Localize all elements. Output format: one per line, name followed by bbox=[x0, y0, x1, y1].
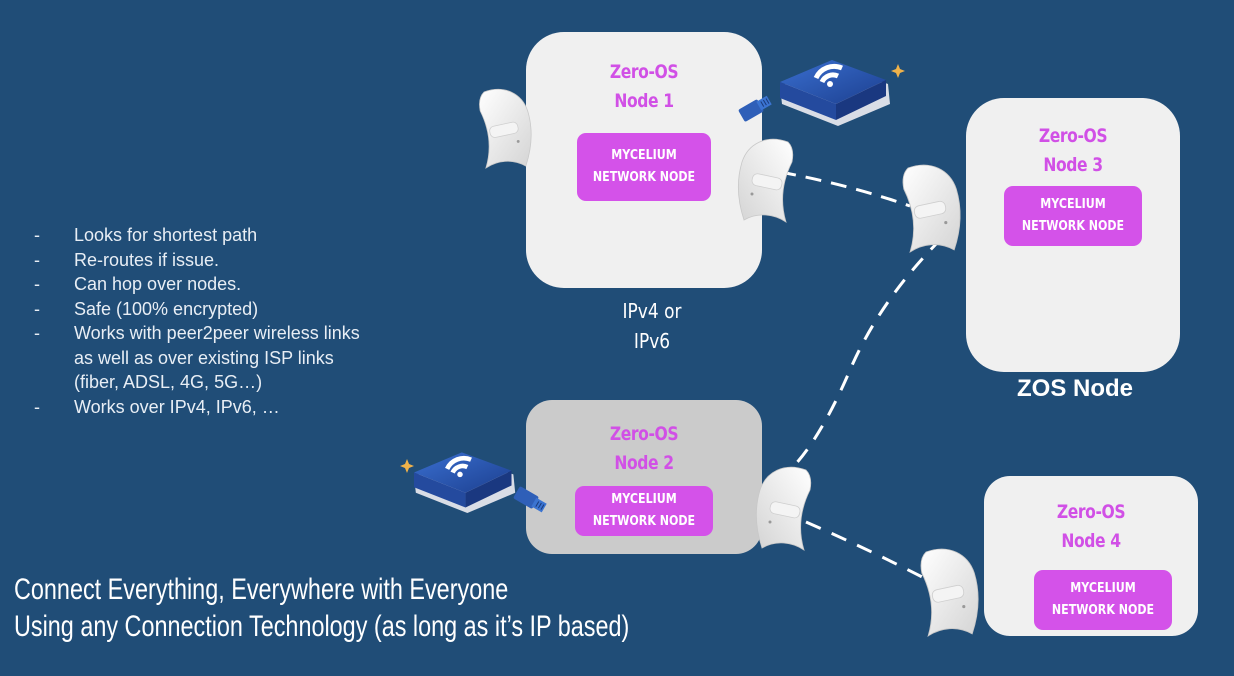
headline-line2: Using any Connection Technology (as long… bbox=[14, 610, 630, 643]
service-line2: NETWORK NODE bbox=[592, 514, 696, 529]
service-line2: NETWORK NODE bbox=[1051, 603, 1155, 618]
node-1-box: Zero-OS Node 1 MYCELIUM NETWORK NODE bbox=[526, 32, 762, 288]
bullet-dash: - bbox=[34, 274, 40, 294]
feature-text: Looks for shortest path bbox=[74, 225, 258, 245]
service-line1: MYCELIUM bbox=[1040, 197, 1106, 212]
wireless-antenna-icon bbox=[755, 466, 812, 551]
node-2-mycelium-service: MYCELIUM NETWORK NODE bbox=[575, 486, 713, 536]
node-4-box: Zero-OS Node 4 MYCELIUM NETWORK NODE bbox=[984, 476, 1198, 636]
feature-item: - Works with peer2peer wireless links bbox=[34, 321, 360, 346]
ip-label-line2: IPv6 bbox=[633, 329, 671, 353]
node-3-box: Zero-OS Node 3 MYCELIUM NETWORK NODE bbox=[966, 98, 1180, 372]
link-node2-node4 bbox=[805, 520, 929, 582]
bullet-dash: - bbox=[34, 323, 40, 343]
sparkle-icon bbox=[400, 459, 414, 473]
ethernet-cable-icon bbox=[512, 485, 549, 515]
feature-item: - Looks for shortest path bbox=[34, 223, 360, 248]
service-line1: MYCELIUM bbox=[1070, 581, 1136, 596]
feature-text: Re-routes if issue. bbox=[74, 249, 220, 270]
feature-text: Works over IPv4, IPv6, … bbox=[74, 396, 280, 417]
node-4-mycelium-service: MYCELIUM NETWORK NODE bbox=[1034, 570, 1172, 630]
node-4-title-line1: Zero-OS bbox=[1056, 501, 1126, 523]
wireless-antenna-icon bbox=[478, 88, 532, 169]
service-line2: NETWORK NODE bbox=[1021, 219, 1125, 234]
feature-list: - Looks for shortest path - Re-routes if is… bbox=[34, 223, 360, 419]
link-node1-node3 bbox=[779, 170, 911, 208]
node-2-title-line1: Zero-OS bbox=[609, 423, 679, 445]
wifi-router-icon bbox=[780, 60, 890, 126]
node-1-title-line1: Zero-OS bbox=[609, 61, 679, 83]
feature-text: Works with peer2peer wireless links bbox=[74, 323, 360, 343]
feature-item: - Re-routes if issue. bbox=[34, 248, 360, 273]
wireless-antenna-icon bbox=[902, 164, 961, 253]
feature-item: - Can hop over nodes. bbox=[34, 272, 360, 297]
feature-text: as well as over existing ISP links bbox=[74, 347, 334, 368]
feature-item-continuation: as well as over existing ISP links bbox=[34, 346, 360, 371]
bullet-dash: - bbox=[34, 298, 40, 319]
ethernet-cable-icon bbox=[737, 93, 774, 123]
bullet-dash: - bbox=[34, 396, 40, 417]
wireless-antenna-icon bbox=[920, 548, 979, 637]
feature-item: - Works over IPv4, IPv6, … bbox=[34, 395, 360, 420]
feature-text: Can hop over nodes. bbox=[74, 274, 242, 294]
bullet-dash: - bbox=[34, 249, 40, 270]
zos-node-label: ZOS Node bbox=[1016, 375, 1133, 402]
node-1-title-line2: Node 1 bbox=[614, 90, 674, 112]
node-3-title-line2: Node 3 bbox=[1043, 154, 1103, 176]
node-3-title-line1: Zero-OS bbox=[1038, 125, 1108, 147]
bullet-dash: - bbox=[34, 225, 40, 245]
node-2-box: Zero-OS Node 2 MYCELIUM NETWORK NODE bbox=[526, 400, 762, 554]
node-4-title-line2: Node 4 bbox=[1061, 530, 1121, 552]
wifi-router-icon bbox=[414, 452, 515, 513]
node-2-title: Zero-OS Node 2 bbox=[547, 420, 741, 478]
sparkle-icon bbox=[891, 64, 905, 78]
feature-item-continuation: (fiber, ADSL, 4G, 5G…) bbox=[34, 370, 360, 395]
ip-version-label: IPv4 or IPv6 bbox=[608, 296, 696, 356]
node-3-title: Zero-OS Node 3 bbox=[985, 122, 1160, 180]
headline-line1: Connect Everything, Everywhere with Ever… bbox=[14, 573, 509, 606]
node-1-title: Zero-OS Node 1 bbox=[547, 58, 741, 116]
node-1-mycelium-service: MYCELIUM NETWORK NODE bbox=[577, 133, 711, 201]
node-4-title: Zero-OS Node 4 bbox=[1003, 498, 1178, 556]
wireless-antenna-icon bbox=[737, 138, 794, 223]
feature-text: Safe (100% encrypted) bbox=[74, 298, 259, 319]
feature-text: (fiber, ADSL, 4G, 5G…) bbox=[74, 372, 263, 392]
ip-label-line1: IPv4 or bbox=[622, 299, 682, 323]
service-line1: MYCELIUM bbox=[611, 148, 677, 163]
node-2-title-line2: Node 2 bbox=[614, 452, 674, 474]
service-line2: NETWORK NODE bbox=[592, 170, 696, 185]
service-line1: MYCELIUM bbox=[611, 492, 677, 507]
feature-item: - Safe (100% encrypted) bbox=[34, 297, 360, 322]
node-3-mycelium-service: MYCELIUM NETWORK NODE bbox=[1004, 186, 1142, 246]
